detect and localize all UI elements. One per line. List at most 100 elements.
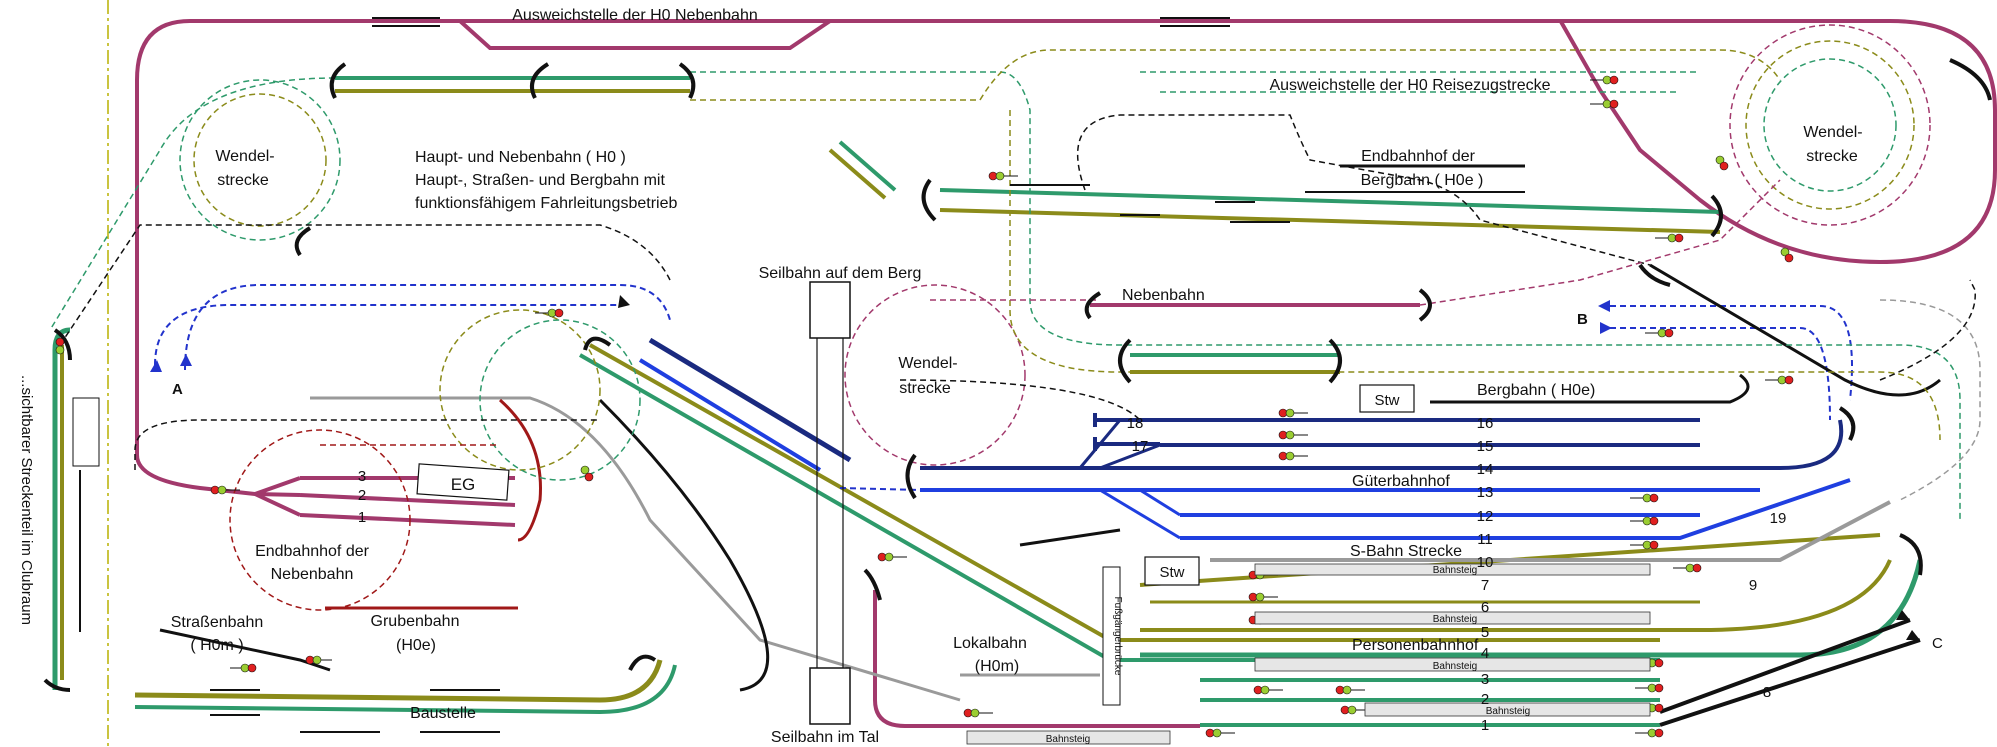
- track-number: 12: [1477, 508, 1494, 525]
- gueter-stub-17: [1093, 437, 1160, 451]
- track-number: 1: [358, 509, 366, 526]
- stw-label-top: Stw: [1374, 392, 1399, 409]
- label-wendel-right-2: strecke: [1806, 148, 1858, 165]
- arrow-icon: [1906, 630, 1920, 640]
- track-8b: [1659, 618, 1911, 714]
- signal: [1278, 451, 1308, 461]
- signal: [1630, 540, 1659, 550]
- signal: [1340, 705, 1370, 715]
- label-baustelle: Baustelle: [410, 705, 476, 722]
- label-strassenbahn-2: ( H0m ): [190, 637, 243, 654]
- end-curve: [43, 678, 71, 692]
- hidden-black-bergbahn: [1076, 114, 1651, 266]
- arrow-icon: [1896, 610, 1910, 620]
- hidden-green-top: [690, 71, 1961, 520]
- nebenbahn-ausweich: [458, 19, 832, 50]
- marker-a: A: [172, 381, 183, 398]
- signal-group: [55, 75, 1794, 738]
- signal: [963, 708, 993, 718]
- track-number: 2: [358, 487, 366, 504]
- track-number: 9: [1749, 577, 1757, 594]
- hauptbahn-diag: [838, 140, 897, 192]
- strassenbahn-track: [159, 628, 331, 672]
- hauptbahn-mid-1: [939, 188, 1721, 214]
- signal: [535, 308, 564, 318]
- track-number: 5: [1481, 624, 1489, 641]
- signal: [1673, 563, 1702, 573]
- bahnsteig-nebenbahn: [966, 730, 1171, 745]
- signal: [1635, 728, 1664, 738]
- wendel-mid: [844, 284, 1026, 466]
- track-number: 3: [1481, 671, 1489, 688]
- gueter-track-14: [920, 419, 1844, 470]
- ghost-bars: [210, 17, 1525, 733]
- end-curve: [1949, 58, 1992, 101]
- end-curve: [921, 178, 937, 222]
- track-number: 6: [1481, 599, 1489, 616]
- label-wendel-left-2: strecke: [217, 172, 269, 189]
- wendel-right-outer: [1729, 24, 1931, 226]
- bahnsteig-label: Bahnsteig: [1486, 706, 1530, 717]
- end-curve: [583, 336, 612, 351]
- sbahn-track-10: [1210, 500, 1891, 562]
- wendel-left-inner: [193, 93, 327, 227]
- seilbahn-station-bottom: [809, 667, 851, 725]
- signal: [877, 552, 907, 562]
- track-number: 13: [1477, 484, 1494, 501]
- signal: [1253, 685, 1283, 695]
- gueter-incline-2: [638, 358, 822, 472]
- track-number: 18: [1127, 415, 1144, 432]
- bahnsteig-label: Bahnsteig: [1433, 565, 1477, 576]
- signal: [1278, 430, 1308, 440]
- label-wendel-mid-2: strecke: [899, 380, 951, 397]
- hidden-reisezug: [1140, 71, 1700, 93]
- bahnsteig-label: Bahnsteig: [1433, 661, 1477, 672]
- track-number: 10: [1477, 554, 1494, 571]
- label-nebenbahn: Nebenbahn: [1122, 287, 1205, 304]
- signal: [305, 655, 332, 665]
- gueter-track-11: [1180, 478, 1851, 540]
- nebenbahn-to-personen: [873, 590, 1200, 728]
- signal: [1630, 516, 1659, 526]
- track-number: 2: [1481, 691, 1489, 708]
- hauptbahn-diag-2: [828, 148, 887, 200]
- hauptbahn-bottom-2: [134, 664, 677, 715]
- end-curve: [1710, 194, 1723, 238]
- signal: [1590, 75, 1619, 85]
- signal: [1205, 728, 1235, 738]
- signal: [1278, 408, 1308, 418]
- hidden-black-right: [1879, 279, 1976, 381]
- stw-box-top: [1359, 384, 1415, 413]
- signal: [1335, 685, 1365, 695]
- personen-track-5: [1140, 559, 1892, 632]
- wendel-left-outer: [179, 79, 341, 241]
- arrow-icon: [150, 360, 162, 372]
- visible-section-track: [52, 327, 71, 690]
- hidden-grey-right: [1879, 299, 1981, 501]
- signal: [230, 663, 257, 673]
- signal: [1645, 328, 1674, 338]
- signal: [988, 171, 1018, 181]
- label-reisezugstrecke: Ausweichstelle der H0 Reisezugstrecke: [1269, 77, 1550, 94]
- grubenbahn-curve: [499, 398, 542, 542]
- track-number: 14: [1477, 461, 1494, 478]
- bahnsteig-6: [1254, 611, 1651, 625]
- gueter-stub-18: [1093, 413, 1120, 427]
- track-number: 7: [1481, 577, 1489, 594]
- bergbahn-line: [1430, 373, 1750, 404]
- hidden-black-left: [134, 379, 1141, 470]
- bahnsteig-10: [1254, 563, 1651, 576]
- label-seilbahn-tal: Seilbahn im Tal: [771, 729, 879, 746]
- label-endbahnhof-bergbahn-1: Endbahnhof der: [1361, 148, 1476, 165]
- label-sichtbarer-streckenteil: ...sichtbarer Streckenteil im Clubraum: [18, 375, 35, 625]
- black-loop-left: [598, 398, 770, 692]
- grey-diagonal: [310, 396, 961, 702]
- seilbahn-station-top: [809, 281, 851, 339]
- label-gueterbahnhof: Güterbahnhof: [1352, 473, 1450, 490]
- description-line-3: funktionsfähigem Fahrleitungsbetrieb: [415, 195, 677, 212]
- black-track-left: [1019, 528, 1121, 547]
- label-wendel-left-1: Wendel-: [215, 148, 274, 165]
- end-curve: [1328, 338, 1342, 384]
- arrow-icon: [1600, 322, 1612, 334]
